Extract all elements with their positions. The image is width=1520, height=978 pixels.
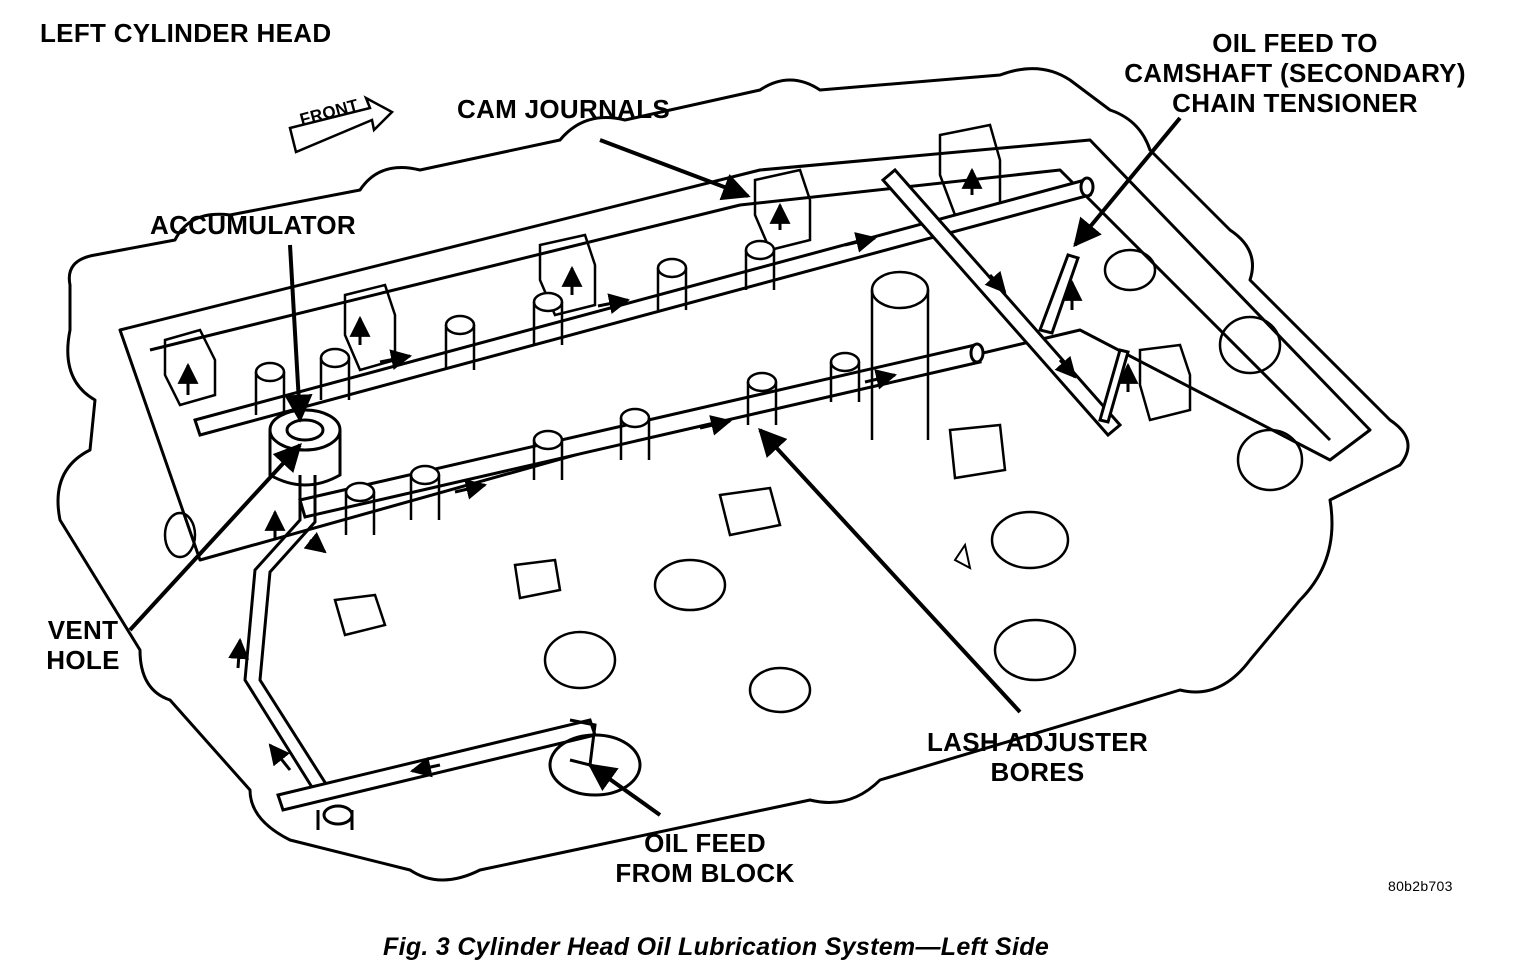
oil-feed-block-label: OIL FEED FROM BLOCK: [600, 828, 810, 888]
lash-adjuster-line-2: BORES: [990, 757, 1085, 787]
figure-caption: Fig. 3 Cylinder Head Oil Lubrication Sys…: [383, 933, 1050, 961]
leader-lines: [128, 116, 1182, 817]
vent-hole-label: VENT HOLE: [38, 615, 128, 675]
lash-adjuster-bores: [254, 239, 861, 535]
oil-feed-tensioner-line-3: CHAIN TENSIONER: [1172, 88, 1418, 118]
oil-feed-passages: [243, 475, 642, 830]
oil-flow-arrows: [177, 167, 1139, 778]
vent-hole-line-1: VENT: [47, 615, 119, 645]
oil-feed-tensioner-line-2: CAMSHAFT (SECONDARY): [1124, 58, 1466, 88]
accumulator-label: ACCUMULATOR: [150, 210, 356, 240]
cam-journals-label: CAM JOURNALS: [457, 94, 671, 124]
oil-feed-block-line-2: FROM BLOCK: [615, 858, 795, 888]
oil-feed-block-line-1: OIL FEED: [644, 828, 766, 858]
triangle-mark: [953, 542, 972, 570]
lower-oil-gallery: [298, 342, 985, 519]
diagram-heading: LEFT CYLINDER HEAD: [40, 18, 332, 48]
vent-hole-line-2: HOLE: [46, 645, 120, 675]
front-direction-arrow: [288, 95, 395, 154]
lash-adjuster-bores-label: LASH ADJUSTER BORES: [915, 727, 1160, 787]
accumulator: [268, 408, 342, 487]
oil-feed-tensioner-line-1: OIL FEED TO: [1212, 28, 1378, 58]
figure-id: 80b2b703: [1388, 878, 1453, 894]
spark-plug-tubes: [163, 248, 1304, 714]
lash-adjuster-line-1: LASH ADJUSTER: [926, 727, 1149, 757]
oil-feed-tensioner-label: OIL FEED TO CAMSHAFT (SECONDARY) CHAIN T…: [1100, 28, 1490, 118]
